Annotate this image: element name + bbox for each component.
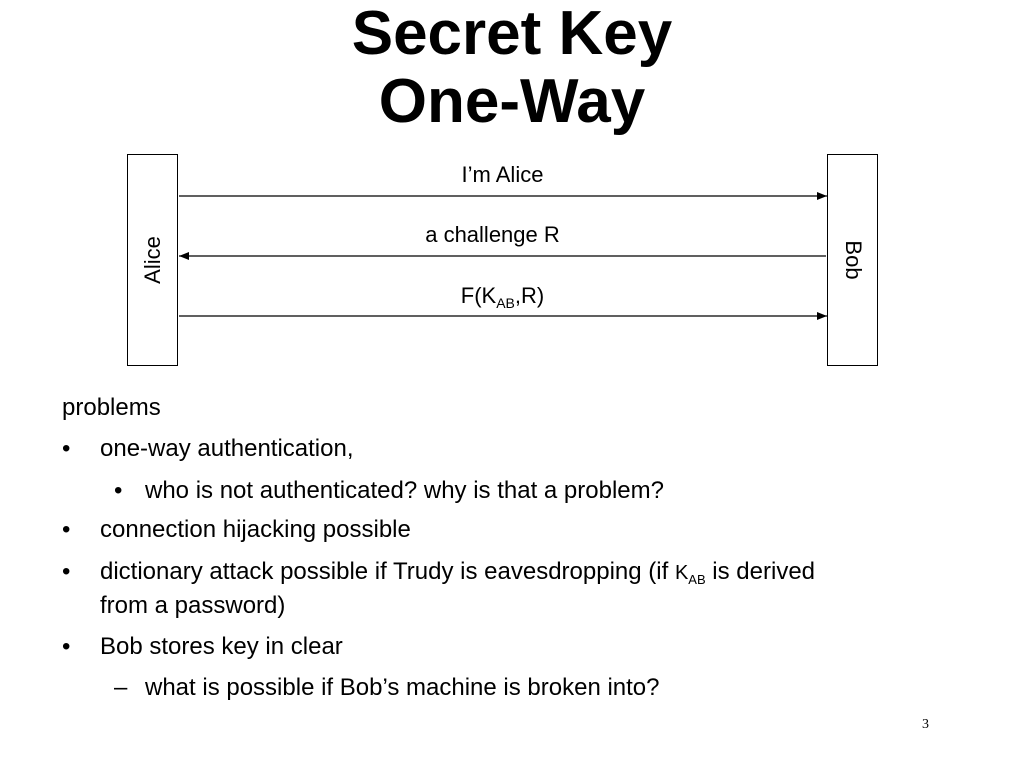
list-item-text: Bob stores key in clear	[100, 633, 343, 660]
list-item-text-part: is derived	[705, 558, 816, 585]
slide-title-line-1: Secret Key	[351, 0, 673, 68]
bullet-marker: •	[62, 516, 71, 543]
list-item-text: what is possible if Bob’s machine is bro…	[145, 674, 660, 701]
list-item-text: one-way authentication,	[100, 435, 354, 462]
page-number: 3	[922, 717, 929, 732]
list-item-text-part: dictionary attack possible if Trudy is e…	[100, 558, 675, 585]
key-subscript: AB	[688, 572, 706, 587]
response-suffix: ,R)	[514, 283, 545, 308]
response-prefix: F(K	[460, 283, 497, 308]
bob-box: Bob	[827, 154, 878, 366]
message-label-challenge: a challenge R	[425, 222, 560, 247]
response-subscript: AB	[496, 295, 515, 311]
alice-box: Alice	[127, 154, 178, 366]
key-letter: K	[674, 562, 689, 584]
key-kab: KAB	[674, 562, 706, 587]
list-item-text: from a password)	[100, 592, 286, 619]
problems-heading: problems	[62, 394, 161, 421]
slide-title-line-2: One-Way	[378, 67, 646, 136]
list-item-text: who is not authenticated? why is that a …	[145, 477, 664, 504]
bullet-marker: •	[62, 633, 71, 660]
bullet-marker: •	[114, 477, 123, 504]
message-label-im-alice: I’m Alice	[461, 162, 544, 187]
list-item-text: dictionary attack possible if Trudy is e…	[100, 555, 815, 592]
bullet-marker: •	[62, 558, 71, 585]
dash-marker: –	[114, 674, 128, 701]
bullet-marker: •	[62, 435, 71, 462]
list-item-text: connection hijacking possible	[100, 516, 411, 543]
message-label-response: F(KAB,R)	[178, 283, 827, 312]
